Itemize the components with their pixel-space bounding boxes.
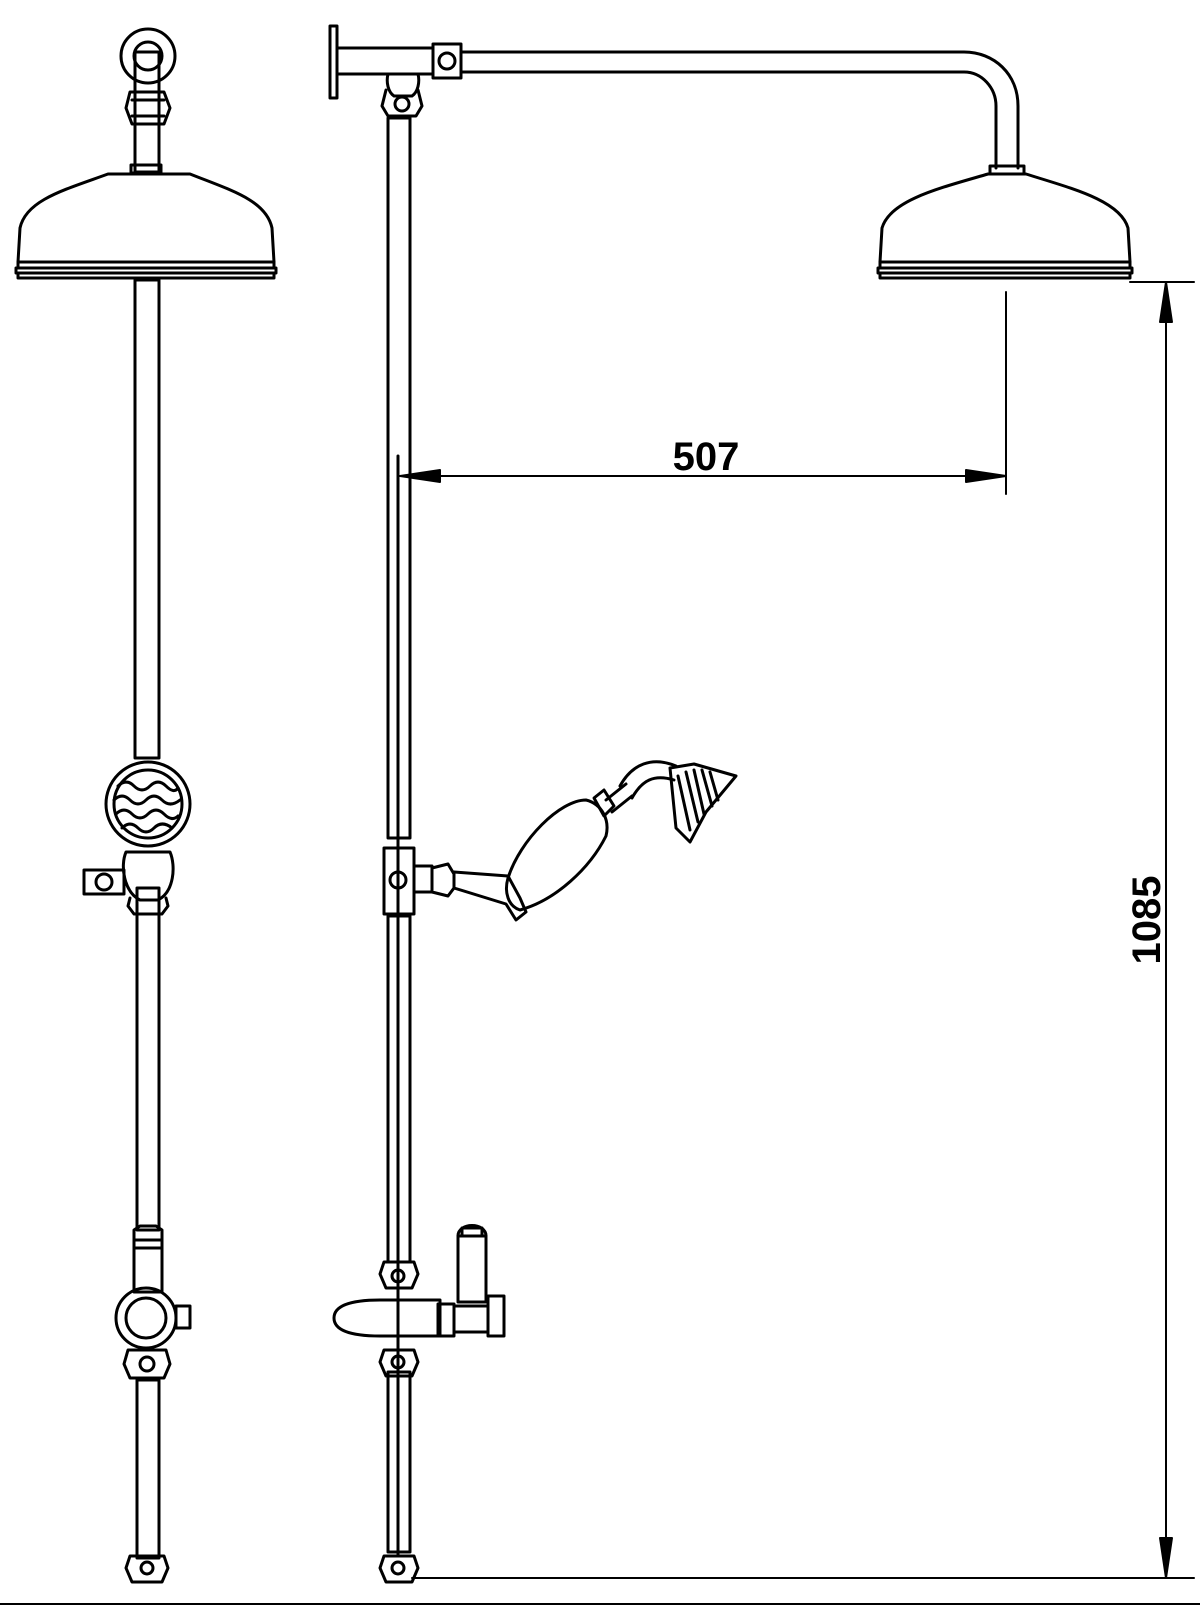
dim-arrow-right	[966, 470, 1006, 482]
front-bottom-connector	[126, 1556, 168, 1582]
dim-label-horizontal: 507	[673, 435, 740, 479]
front-top-connector	[121, 29, 175, 173]
side-mixer-valve	[334, 1226, 504, 1377]
side-shower-head	[878, 174, 1132, 278]
side-bottom-connector	[380, 1556, 418, 1582]
side-hand-shower	[384, 762, 736, 920]
side-view	[330, 26, 1132, 1582]
dimension-vertical	[412, 282, 1194, 1578]
dim-label-vertical: 1085	[1125, 876, 1169, 965]
dim-arrow-left	[400, 470, 440, 482]
front-hand-shower-slider	[84, 762, 190, 914]
front-shower-head	[16, 174, 276, 278]
dim-arrow-bottom	[1160, 1538, 1172, 1578]
side-riser-rail	[388, 118, 410, 1556]
front-riser-rail	[135, 280, 159, 1558]
front-view	[16, 29, 276, 1582]
dimension-horizontal	[400, 292, 1006, 494]
front-mixer-valve	[116, 1226, 190, 1378]
side-shower-arm	[461, 52, 1024, 174]
side-top-tee	[337, 44, 461, 116]
dim-arrow-top	[1160, 282, 1172, 322]
